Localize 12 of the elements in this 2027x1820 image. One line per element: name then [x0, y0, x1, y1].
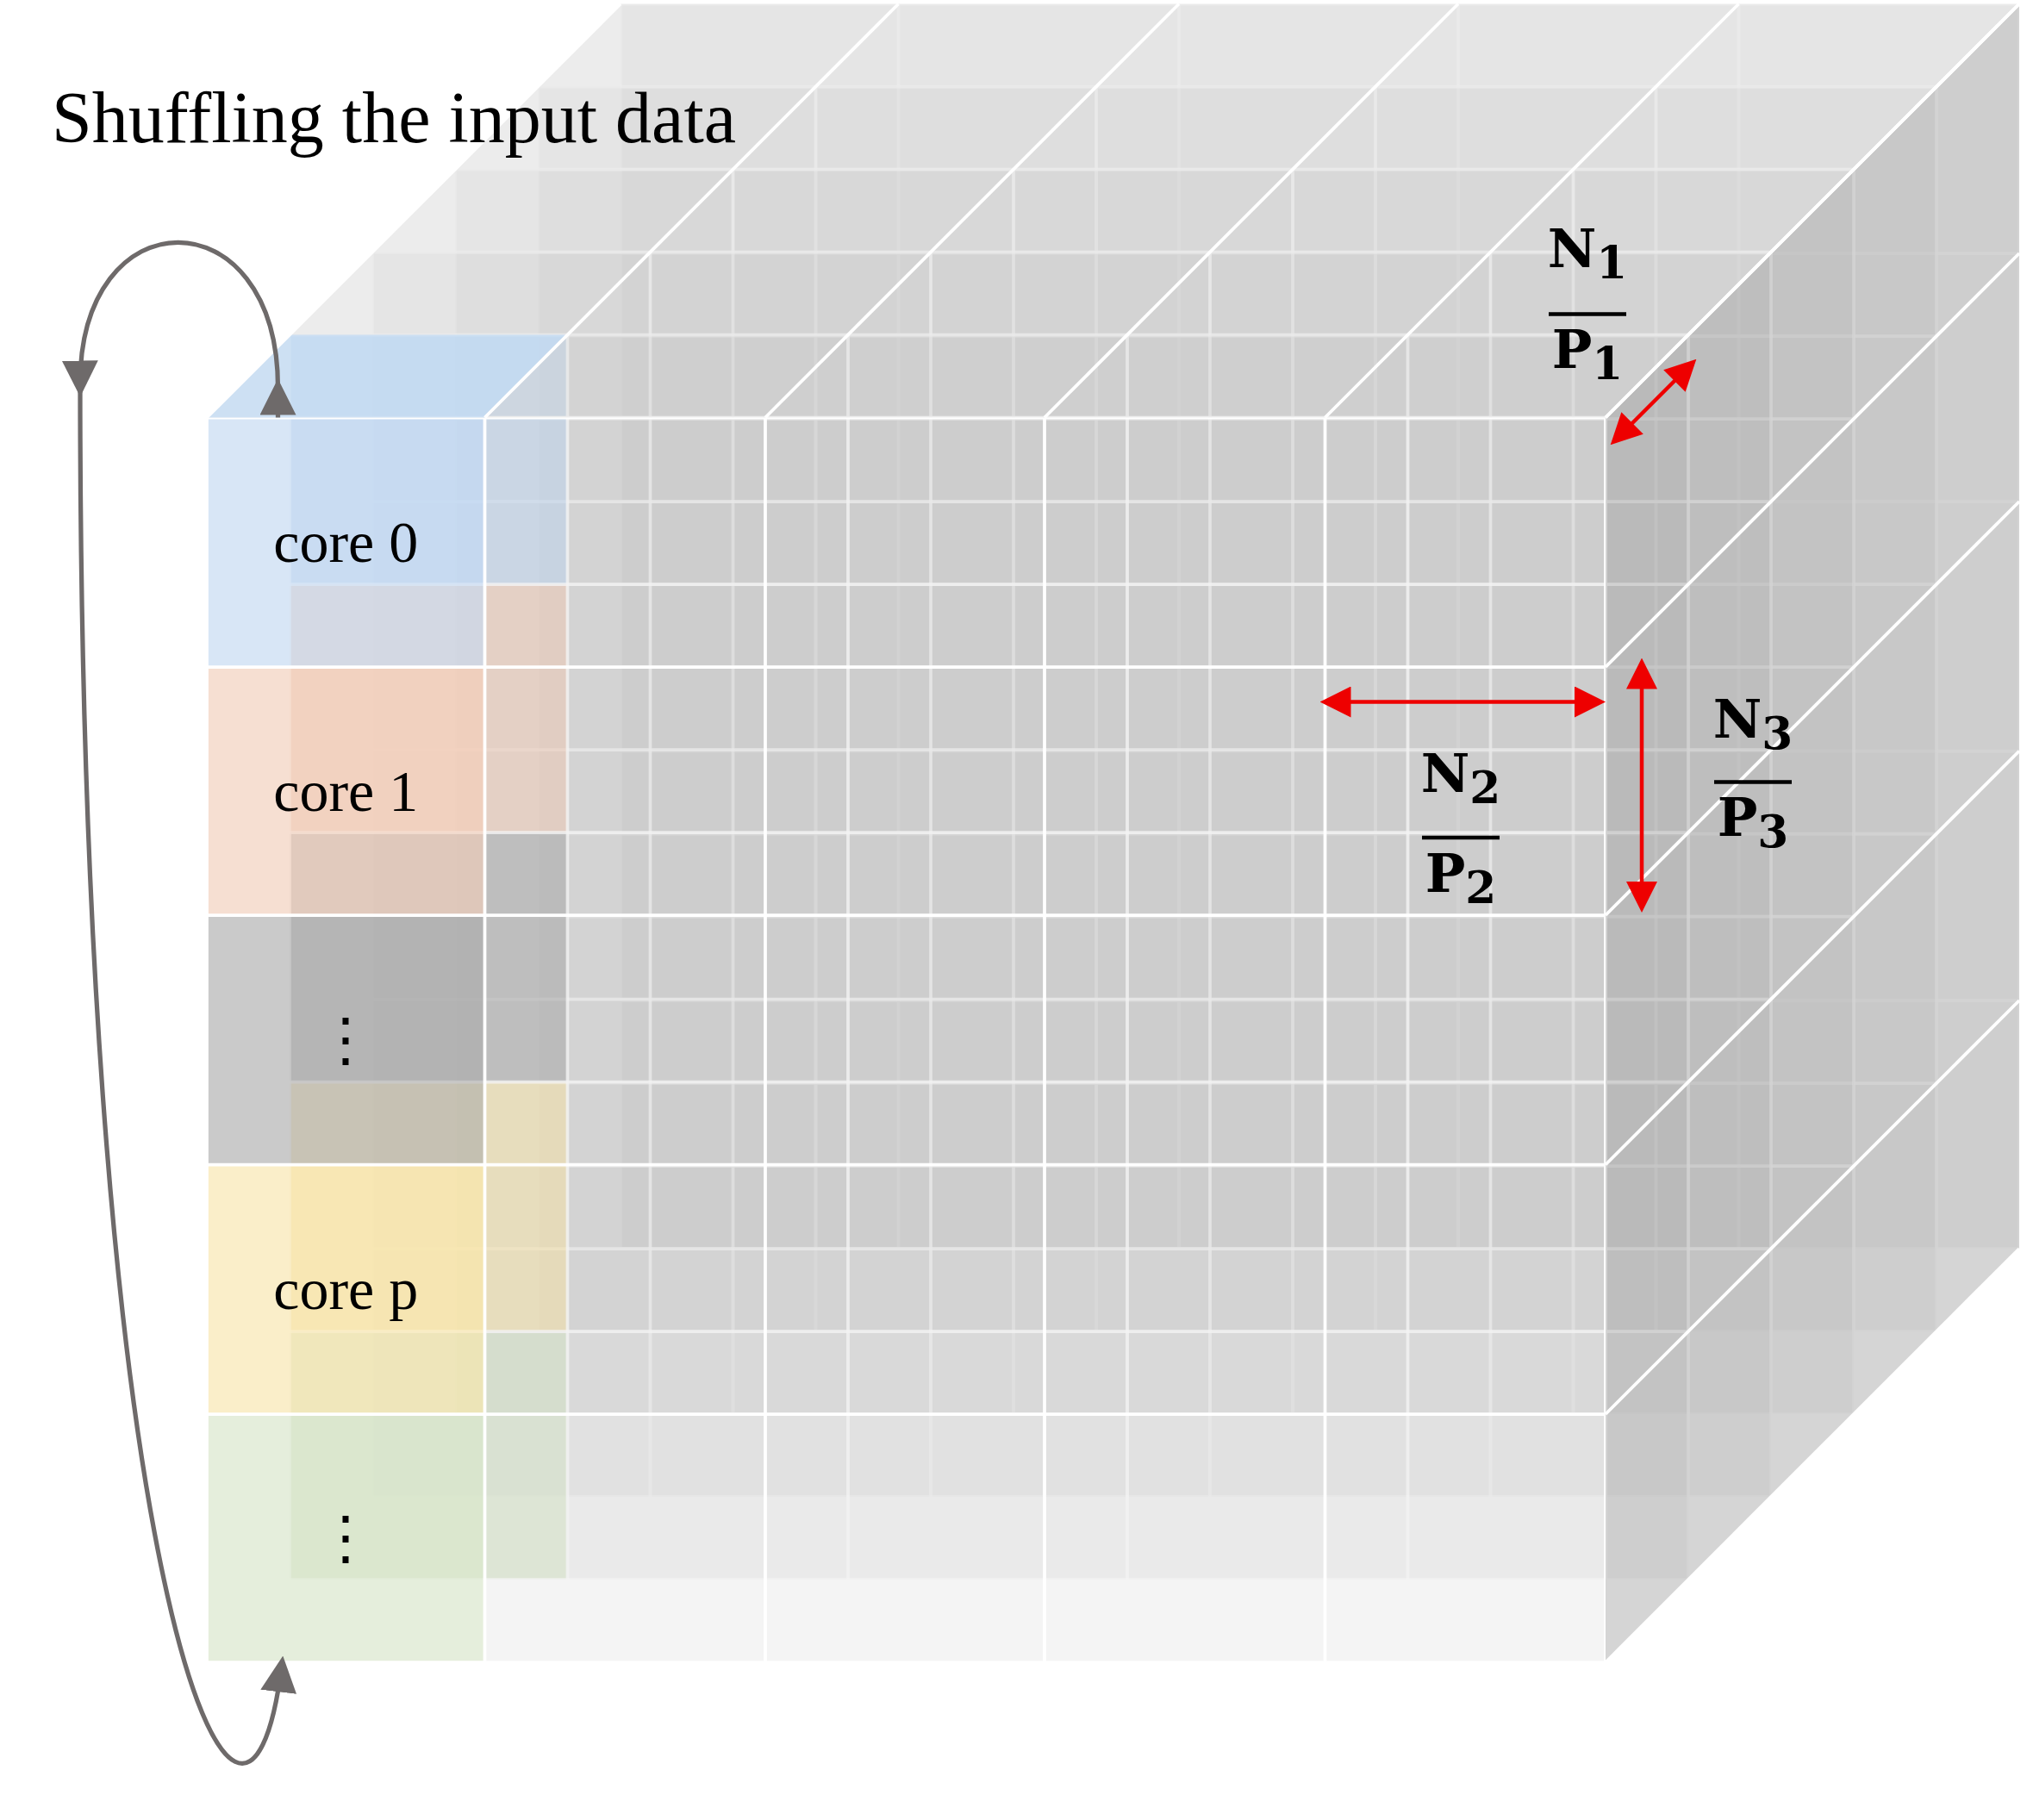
- core-label: core p: [273, 1255, 419, 1324]
- dimension-label: P$_{1}$: [1551, 323, 1624, 387]
- dimension-label: N$_{2}$: [1420, 747, 1501, 811]
- dimension-label: N$_{3}$: [1712, 693, 1793, 757]
- dimension-label: P$_{3}$: [1717, 791, 1789, 855]
- dimension-label: P$_{2}$: [1425, 846, 1497, 910]
- dimension-label: N$_{1}$: [1547, 222, 1628, 286]
- core-label: core 0: [273, 508, 419, 577]
- core-label: ⋮: [316, 1006, 376, 1075]
- core-label: core 1: [273, 757, 419, 826]
- core-label: ⋮: [316, 1505, 376, 1573]
- cycle-arrow: [62, 240, 296, 1766]
